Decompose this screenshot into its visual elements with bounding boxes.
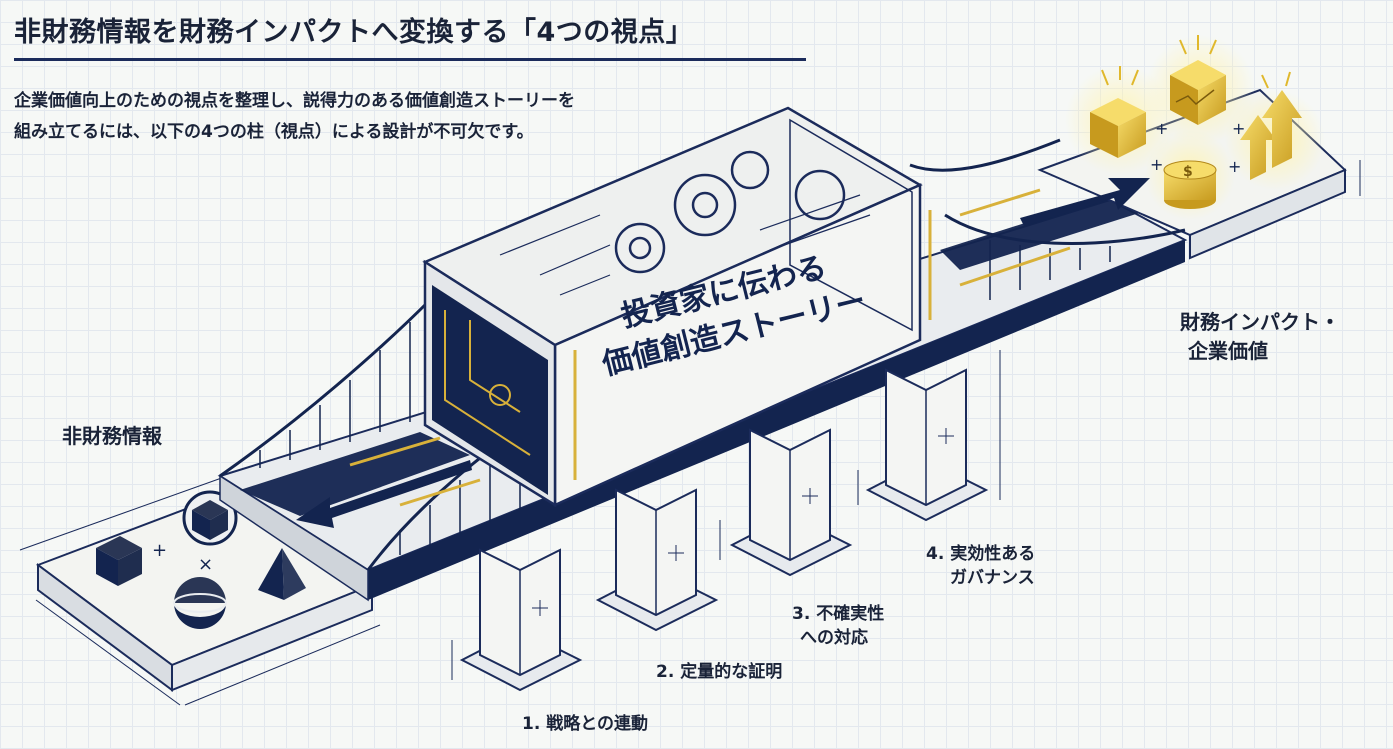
svg-text:+: + [152,540,167,561]
cube-icon [96,536,142,586]
pillar-3-label-line-1: 3. 不確実性 [792,604,885,624]
title-underline [14,58,806,61]
pillar-4-label: 4. 実効性ある ガバナンス [926,542,1035,590]
pillar-4 [857,350,1001,522]
sphere-cube-icon [182,490,238,546]
intro-line-1: 企業価値向上のための視点を整理し、説得力のある価値創造ストーリーを [14,91,575,111]
svg-text:+: + [1232,119,1245,138]
svg-text:+: + [1155,119,1168,138]
svg-text:$: $ [1183,164,1193,180]
flow-arrows [296,178,1150,528]
left-label: 非財務情報 [62,424,162,448]
right-label-line-1: 財務インパクト・ [1180,310,1340,334]
pillar-2 [595,488,719,632]
svg-text:×: × [198,554,213,575]
pillar-1-label: 1. 戦略との連動 [522,712,648,736]
svg-text:+: + [1228,157,1241,176]
intro-line-2: 組み立てるには、以下の4つの柱（視点）による設計が不可欠です。 [14,122,534,142]
intro-text: 企業価値向上のための視点を整理し、説得力のある価値創造ストーリーを 組み立てるに… [14,86,734,148]
pyramid-icon [258,548,306,600]
gold-cube-icon [1090,98,1146,158]
pillar-4-label-line-2: ガバナンス [950,568,1035,588]
pillar-1-label-line-1: 1. 戦略との連動 [522,714,649,734]
pillar-2-label: 2. 定量的な証明 [656,660,782,684]
pillar-3-label-line-2: への対応 [800,628,868,648]
coin-stack-icon: $ [1163,160,1217,209]
pillar-4-label-line-1: 4. 実効性ある [926,544,1036,564]
page-title: 非財務情報を財務インパクトへ変換する「4つの視点」 [14,17,694,48]
pillar-3 [719,428,853,577]
pillar-3-label: 3. 不確実性 への対応 [792,602,884,650]
sparkles [1101,35,1291,89]
svg-text:+: + [1150,155,1163,174]
pillar-1 [451,548,583,692]
right-label: 財務インパクト・ 企業価値 [1180,306,1340,364]
rising-arrows-icon [1240,90,1302,180]
story-box [422,106,932,508]
hemisphere-icon [173,577,227,629]
gold-chart-cube-icon [1170,60,1226,125]
pillar-2-label-line-1: 2. 定量的な証明 [656,662,783,682]
right-label-line-2: 企業価値 [1188,339,1268,363]
